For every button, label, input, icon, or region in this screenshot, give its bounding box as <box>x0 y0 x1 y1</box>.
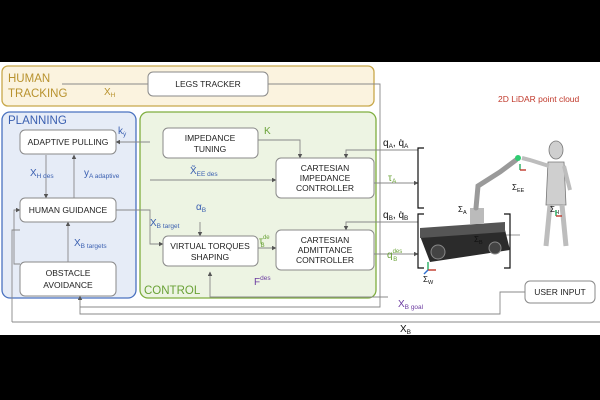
signal-xbtarget: XB target <box>150 218 180 230</box>
cart-imp-label-2: IMPEDANCE <box>300 173 351 183</box>
signal-xeedes: X̃EE des <box>190 164 218 178</box>
cart-adm-label-2: ADMITTANCE <box>298 245 353 255</box>
signal-xb: XB <box>400 324 411 336</box>
signal-xhdes: XH des <box>30 168 54 180</box>
robot-illustration <box>420 155 521 262</box>
obstacle-avoidance-block <box>19 261 117 297</box>
left-leg <box>543 204 553 247</box>
line-k <box>258 139 303 159</box>
torso <box>545 161 567 206</box>
signal-alphab: αB <box>196 202 206 214</box>
human-mannequin <box>521 140 572 247</box>
signal-ky: kẏ <box>118 126 127 138</box>
line-obstacle-loop <box>13 207 21 265</box>
frame-axes <box>423 164 562 275</box>
line-legs-bus <box>80 83 381 308</box>
head-icon <box>548 140 564 160</box>
line-xbgoal <box>77 291 525 315</box>
cart-adm-label-1: CARTESIAN <box>301 235 350 245</box>
brackets <box>417 147 511 269</box>
frame-a: ΣA <box>458 205 467 216</box>
user-input-block <box>524 280 596 304</box>
frame-b: ΣB <box>474 235 483 246</box>
cartesian-admittance-block <box>275 229 375 271</box>
signal-qb: qB, q̇B <box>383 210 408 222</box>
signal-fdes: Fdes <box>254 275 271 288</box>
bracket-b-right <box>504 213 511 269</box>
human-guidance-label: HUMAN GUIDANCE <box>29 205 108 215</box>
human-tracking-title-1: HUMAN <box>8 73 50 85</box>
wheel-icon <box>430 244 446 260</box>
virtual-torques-label-2: SHAPING <box>191 252 229 262</box>
human-guidance-block <box>19 197 117 223</box>
legs-tracker-label: LEGS TRACKER <box>175 79 241 89</box>
line-qa <box>343 149 418 159</box>
line-xbtarget <box>116 209 164 247</box>
signal-xbtargets: XB targets <box>74 238 107 250</box>
line-fdes <box>207 271 388 298</box>
end-effector <box>515 155 521 161</box>
frame-ee: ΣEE <box>512 183 525 194</box>
signal-qa: qA, q̇A <box>383 138 409 150</box>
control-title: CONTROL <box>144 285 201 297</box>
signal-xbgoal: XB goal <box>398 299 424 311</box>
adaptive-pulling-label: ADAPTIVE PULLING <box>28 137 109 147</box>
obstacle-avoidance-label-1: OBSTACLE <box>46 268 91 278</box>
obstacle-avoidance-label-2: AVOIDANCE <box>43 280 93 290</box>
connection-lines <box>11 83 600 323</box>
impedance-tuning-block <box>162 127 259 159</box>
bracket-b-left <box>417 213 424 269</box>
adaptive-pulling-block <box>19 129 117 155</box>
cart-imp-label-1: CARTESIAN <box>301 163 350 173</box>
signal-xh: XH <box>104 87 116 99</box>
robot-arm <box>473 157 519 211</box>
right-leg <box>559 204 569 247</box>
line-outer-loop <box>11 229 20 322</box>
signal-k: K <box>264 126 271 137</box>
legs-tracker-block <box>147 71 269 97</box>
arm-base <box>470 208 484 224</box>
planning-title: PLANNING <box>8 115 67 127</box>
bracket-a-left <box>417 147 424 209</box>
virtual-torques-block <box>162 235 259 267</box>
signal-yadaptive: yA adaptive <box>84 168 120 180</box>
left-arm <box>521 156 550 168</box>
cart-adm-label-3: CONTROLLER <box>296 255 354 265</box>
lidar-label: 2D LiDAR point cloud <box>498 94 580 104</box>
user-input-label: USER INPUT <box>534 287 585 297</box>
cartesian-impedance-block <box>275 157 375 199</box>
virtual-torques-label-1: VIRTUAL TORQUES <box>170 241 250 251</box>
human-tracking-title-2: TRACKING <box>8 88 67 100</box>
right-arm <box>562 165 572 191</box>
frame-w: ΣW <box>423 275 434 286</box>
wheel-icon <box>488 241 502 255</box>
line-qb <box>343 221 418 231</box>
impedance-tuning-label-1: IMPEDANCE <box>185 133 236 143</box>
impedance-tuning-label-2: TUNING <box>194 144 227 154</box>
cart-imp-label-3: CONTROLLER <box>296 183 354 193</box>
frame-h: ΣH <box>550 205 559 216</box>
signal-taua: τA <box>388 173 397 185</box>
